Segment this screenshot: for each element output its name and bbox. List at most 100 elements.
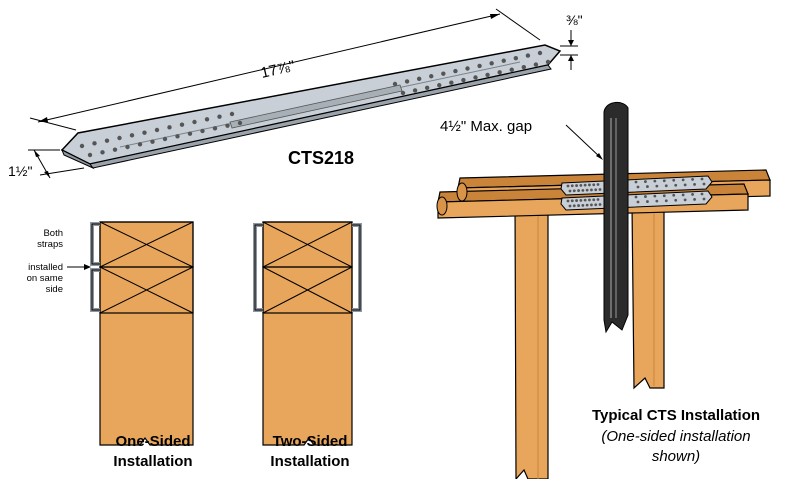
two-sided-diagram (253, 221, 362, 446)
nail-hole (646, 185, 649, 188)
nail-hole (590, 203, 593, 207)
nail-hole (521, 64, 527, 70)
thickness-dimension: ⅜" (560, 12, 583, 70)
nail-hole (200, 128, 205, 134)
nail-hole (192, 119, 197, 125)
nail-hole (691, 178, 694, 181)
nail-hole (702, 182, 706, 186)
typical-subtitle-line-2: shown) (652, 448, 700, 465)
product-name: CTS218 (288, 148, 354, 168)
nail-hole (525, 53, 531, 58)
nail-hole (644, 195, 647, 198)
nail-hole (598, 188, 602, 191)
nail-hole (681, 178, 685, 182)
nail-hole (672, 193, 676, 197)
nail-hole (585, 203, 589, 207)
nail-hole (691, 193, 694, 196)
nail-hole (100, 150, 105, 155)
nail-hole (225, 123, 230, 128)
nail-hole (509, 67, 514, 72)
nail-hole (412, 88, 418, 93)
nail-hole (187, 131, 193, 136)
nail-hole (634, 180, 638, 184)
nail-hole (588, 183, 591, 187)
nail-hole (581, 203, 585, 207)
one-sided-caption-line-2: Installation (113, 453, 192, 470)
nail-hole (566, 184, 570, 188)
one-sided-caption-line-1: One-Sided (115, 433, 190, 450)
nail-hole (154, 127, 160, 133)
nail-hole (112, 147, 118, 152)
nail-hole (655, 199, 659, 203)
nail-hole (583, 183, 587, 187)
one-sided-note-line-2: straps (37, 239, 63, 250)
nail-hole (87, 152, 93, 158)
nail-hole (162, 136, 168, 142)
nail-hole (592, 183, 596, 187)
typical-title: Typical CTS Installation (592, 407, 760, 424)
nail-hole (683, 198, 687, 202)
nail-hole (441, 71, 446, 76)
nail-hole (653, 179, 657, 183)
nail-hole (570, 184, 574, 188)
two-sided-caption-line-2: Installation (270, 453, 349, 470)
nail-hole (700, 177, 704, 181)
nail-hole (79, 143, 85, 149)
max-gap-label: 4½" Max. gap (440, 118, 532, 135)
nail-hole (568, 204, 572, 208)
nail-hole (129, 133, 135, 138)
nail-hole (400, 90, 406, 96)
nail-hole (392, 81, 398, 87)
nail-hole (653, 194, 657, 198)
nail-hole (449, 80, 454, 85)
nail-hole (636, 200, 640, 204)
nail-hole (477, 63, 482, 69)
nail-hole (545, 59, 551, 65)
nail-hole (581, 188, 585, 192)
nail-hole (572, 189, 576, 193)
nail-hole (634, 195, 638, 199)
nail-hole (588, 198, 591, 202)
width-dimension: 1½" (8, 149, 85, 179)
nail-hole (566, 199, 570, 203)
nail-hole (575, 199, 578, 202)
nail-hole (693, 183, 696, 186)
nail-hole (533, 62, 539, 67)
one-sided-note-line-1: Both (43, 228, 63, 239)
thickness-label: ⅜" (566, 12, 583, 28)
nail-hole (461, 77, 466, 83)
nail-hole (579, 198, 583, 202)
nail-hole (497, 70, 502, 75)
nail-hole (590, 188, 593, 192)
nail-hole (585, 188, 589, 192)
nail-hole (596, 183, 600, 186)
nail-hole (579, 183, 583, 187)
nail-hole (212, 126, 218, 131)
nail-hole (465, 66, 470, 71)
nail-hole (693, 198, 696, 201)
nail-hole (485, 72, 490, 78)
typical-installation-illustration (436, 102, 771, 479)
one-sided-note-line-4: on same (27, 273, 63, 284)
typical-subtitle-line-1: (One-sided installation (601, 428, 750, 445)
nail-hole (683, 183, 687, 187)
nail-hole (674, 183, 678, 187)
nail-hole (92, 141, 97, 146)
nail-hole (572, 204, 576, 208)
nail-hole (568, 189, 572, 193)
one-sided-note-line-3: installed (28, 262, 63, 273)
cts218-strap (60, 44, 562, 170)
nail-hole (424, 85, 430, 91)
nail-hole (702, 197, 706, 201)
nail-hole (150, 139, 155, 144)
nail-hole (674, 198, 678, 202)
nail-hole (594, 203, 598, 207)
nail-hole (700, 192, 704, 196)
nail-hole (175, 134, 180, 139)
width-label: 1½" (8, 163, 32, 179)
nail-hole (655, 184, 659, 188)
nail-hole (662, 194, 666, 198)
nail-hole (416, 76, 422, 82)
nail-hole (437, 83, 442, 88)
